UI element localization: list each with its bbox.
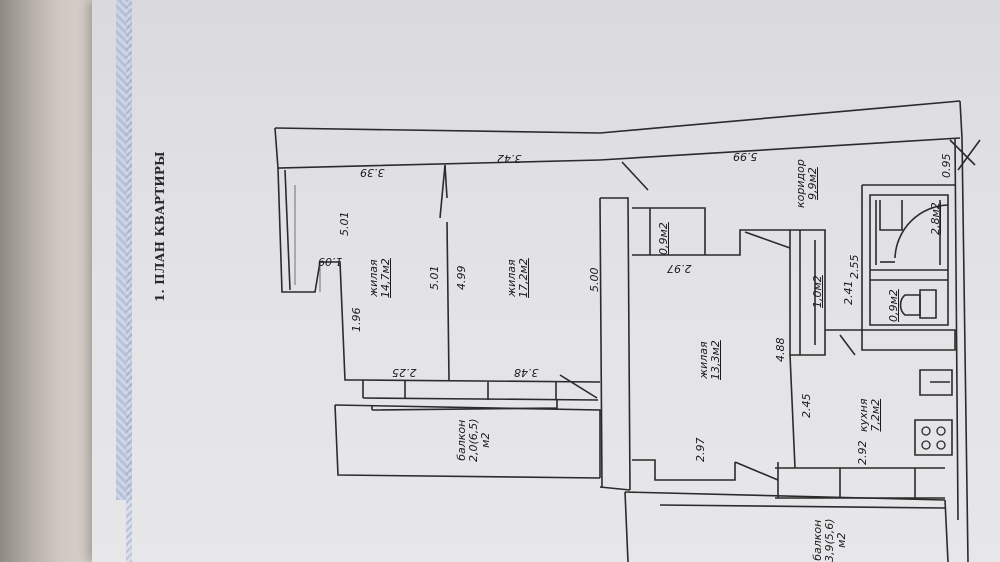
- dimension-label: 0.95: [940, 153, 953, 179]
- dimension-label: 5.01: [428, 265, 441, 291]
- room-label-bathroom: 2,8м2: [929, 202, 942, 235]
- room-label-living-2: жилая 17,2м2: [505, 258, 530, 298]
- room-area: 7,2м2: [869, 398, 882, 432]
- room-area: 9,9м2: [806, 167, 819, 200]
- room-label-balcony-1: балкон 2,0(6,5) м2: [455, 418, 492, 462]
- room-area: 14,7м2: [379, 258, 392, 298]
- room-area: 17,2м2: [517, 258, 530, 298]
- room-label-living-3: жилая 13,3м2: [697, 340, 722, 380]
- dimension-label: 2.55: [848, 254, 861, 280]
- room-label-wc: 0,9м2: [887, 289, 900, 322]
- dimension-label: 4.88: [774, 337, 787, 363]
- dimension-label: 2.25: [392, 366, 417, 379]
- room-area: 13,3м2: [709, 340, 722, 380]
- page-border-decoration-inner: [126, 0, 132, 562]
- dimension-label: 2.45: [800, 393, 813, 419]
- dimension-label: 1.96: [350, 307, 363, 333]
- dimension-label: 2.41: [842, 280, 855, 306]
- background-cloth: [0, 0, 100, 562]
- room-area: 0,9м2: [657, 222, 670, 255]
- room-label-closet-1: 0,9м2: [657, 222, 670, 255]
- dimension-label: 5.01: [338, 211, 351, 237]
- room-label-kitchen: кухня 7,2м2: [857, 398, 882, 432]
- room-area: 1,0м2: [811, 275, 824, 308]
- dimension-label: 3.42: [497, 152, 522, 165]
- room-label-balcony-2: балкон 3,9(5,6) м2: [811, 518, 848, 562]
- dimension-label: 1.09: [318, 255, 343, 268]
- dimension-label: 2.92: [856, 440, 869, 466]
- dimension-label: 5.99: [733, 150, 758, 163]
- room-label-living-1: жилая 14,7м2: [367, 258, 392, 298]
- room-label-corridor: коридор 9,9м2: [794, 159, 819, 208]
- dimension-label: 2.97: [694, 437, 707, 463]
- room-unit: м2: [479, 432, 492, 448]
- dimension-label: 2.97: [667, 262, 692, 275]
- dimension-label: 3.39: [360, 166, 385, 179]
- dimension-label: 4.99: [455, 265, 468, 291]
- room-area: 2,8м2: [929, 202, 942, 235]
- room-area: 0,9м2: [887, 289, 900, 322]
- room-unit: м2: [835, 532, 848, 548]
- room-label-closet-2: 1,0м2: [811, 275, 824, 308]
- dimension-label: 3.48: [514, 366, 539, 379]
- dimension-label: 5.00: [588, 267, 601, 293]
